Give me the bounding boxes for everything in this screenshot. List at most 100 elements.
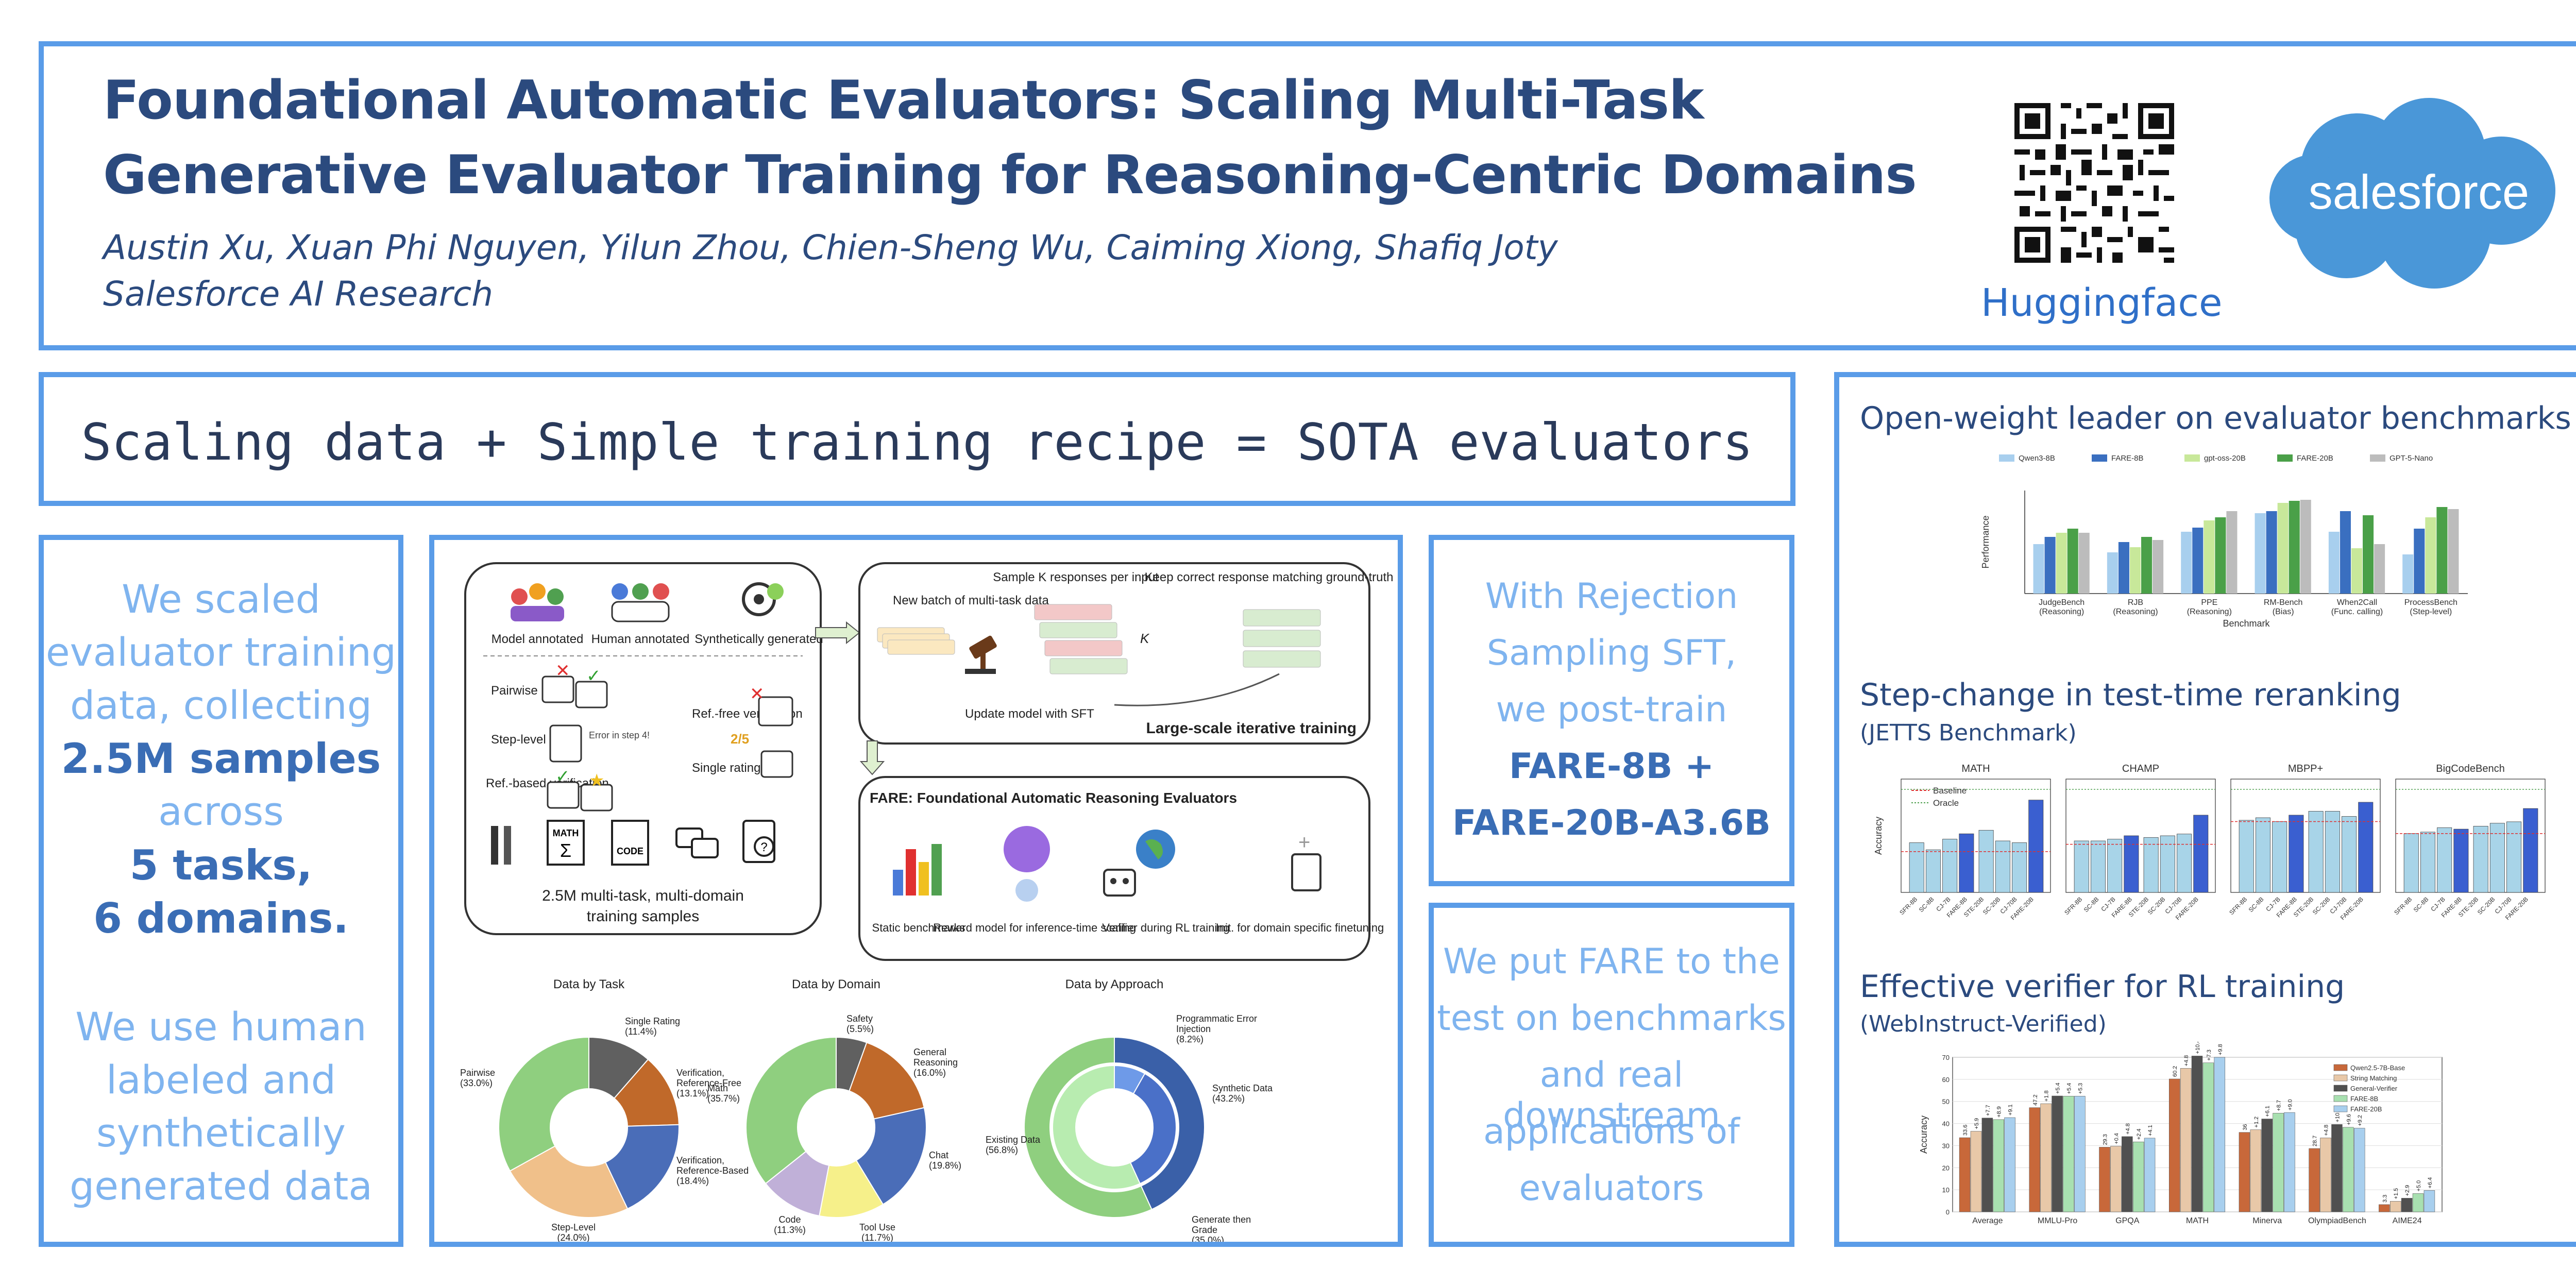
bar-value-label: +9.0: [2287, 1099, 2293, 1110]
bar: [2424, 1190, 2435, 1212]
bar: [1959, 833, 1974, 893]
svg-text:MATH: MATH: [553, 828, 579, 838]
bar: [2063, 1096, 2074, 1212]
fare-title: FARE: Foundational Automatic Reasoning E…: [870, 790, 1237, 806]
bar: [1970, 1131, 1982, 1212]
bar: [2110, 1146, 2122, 1212]
pie-label: Generate then: [1192, 1214, 1251, 1225]
pie-label: Grade: [1192, 1225, 1217, 1235]
bar-value-label: 47.2: [2032, 1094, 2039, 1105]
bar-value-label: +2.9: [2404, 1185, 2411, 1196]
y-tick-label: 60: [1942, 1076, 1950, 1084]
pie-pct: (11.7%): [861, 1232, 893, 1242]
result-heading: Effective verifier for RL training: [1860, 969, 2345, 1005]
bar: [2074, 840, 2089, 893]
bar: [2160, 835, 2175, 893]
x-axis-label: Benchmark: [2223, 618, 2270, 629]
pie-label: Code: [778, 1214, 801, 1225]
x-tick-label: (Step-level): [2410, 607, 2452, 616]
bar: [2239, 820, 2254, 893]
source-label: Human annotated: [591, 632, 690, 646]
bar: [2289, 815, 2304, 893]
legend-swatch: [2370, 454, 2385, 462]
bar: [2191, 1056, 2203, 1212]
header-panel: Foundational Automatic Evaluators: Scali…: [39, 41, 2576, 350]
update-arrow: [1114, 673, 1280, 706]
bar-value-label: +4.1: [2147, 1125, 2154, 1136]
task-label: Single rating: [692, 761, 760, 775]
pie-slice: [613, 1058, 680, 1127]
bar-value-label: +9.2: [2357, 1115, 2363, 1126]
bar: [2273, 1113, 2284, 1212]
samples-caption: training samples: [587, 908, 699, 925]
y-axis-label: Accuracy: [1873, 817, 1884, 855]
pairwise-cards-icon: ✕ ✓: [541, 661, 608, 708]
bar: [2289, 501, 2300, 594]
bar: [2239, 1132, 2250, 1212]
bar-value-label: +10.4: [2195, 1042, 2201, 1054]
affiliation: Salesforce AI Research: [103, 274, 494, 314]
bar: [2052, 1095, 2063, 1212]
summary-line: evaluator training: [45, 629, 397, 675]
svg-text:+: +: [1298, 831, 1310, 854]
summary-line: We use human: [75, 1004, 367, 1050]
huggingface-link[interactable]: Huggingface: [1981, 281, 2223, 325]
pie-label: General: [913, 1047, 946, 1057]
code-doc-icon: +: [1291, 831, 1321, 891]
bar-chart-icon: [893, 844, 942, 896]
rl-verifier-chart: Accuracy01020304050607033.6+5.9+7.7+8.9+…: [1919, 1042, 2443, 1225]
x-tick-label: When2Call: [2337, 598, 2377, 607]
pie-label: Safety: [846, 1013, 873, 1024]
bar: [2453, 829, 2469, 893]
bar-value-label: 36: [2242, 1124, 2248, 1130]
bar: [2328, 532, 2340, 594]
pie-slice: [1024, 1036, 1153, 1218]
responses-stack-icon: [1034, 604, 1128, 674]
step-card-icon: [549, 724, 582, 763]
pie-label: Existing Data: [986, 1135, 1041, 1145]
eval-line: evaluators: [1519, 1168, 1704, 1209]
svg-text:✓: ✓: [586, 666, 601, 686]
globe-icon: [1136, 830, 1175, 869]
bar: [2250, 1129, 2262, 1212]
x-tick-label: SFR-8B: [2063, 896, 2083, 916]
pie-pct: (16.0%): [913, 1068, 946, 1078]
bar-value-label: +4.8: [2183, 1055, 2190, 1067]
legend-label: Qwen3-8B: [2019, 454, 2055, 463]
pie-pct: (13.1%): [676, 1088, 709, 1099]
x-tick-label: SC-8B: [2082, 896, 2100, 914]
legend-swatch: [2277, 454, 2293, 462]
eval-line: and real downstream: [1503, 1055, 1720, 1136]
bar-value-label: 29.3: [2103, 1134, 2109, 1145]
y-tick-label: 40: [1942, 1120, 1950, 1128]
bar: [1981, 1118, 1993, 1212]
x-tick-label: ProcessBench: [2404, 598, 2458, 607]
bar: [1993, 1119, 2004, 1212]
pie-slice: [498, 1036, 589, 1172]
x-tick-label: SC-8B: [2247, 896, 2265, 914]
bar: [2343, 1127, 2354, 1212]
evaluation-panel: We put FARE to the test on benchmarks an…: [1429, 903, 1794, 1247]
x-tick-label: AIME24: [2393, 1217, 2422, 1225]
bar: [2473, 826, 2488, 893]
bar: [2214, 1057, 2226, 1212]
svg-text:✕: ✕: [750, 684, 765, 704]
bar: [2215, 517, 2226, 594]
svg-text:Σ: Σ: [560, 840, 571, 861]
legend-label: FARE-8B: [2350, 1095, 2378, 1103]
pie-slice: [855, 1107, 927, 1205]
down-arrow-icon: [859, 740, 885, 775]
bar-value-label: +1.5: [2393, 1188, 2399, 1199]
pie-label: Synthetic Data: [1212, 1083, 1273, 1093]
pie-label: Step-Level: [551, 1222, 596, 1232]
bar: [2351, 548, 2363, 594]
bar: [2012, 842, 2027, 893]
summary-line: generated data: [70, 1163, 372, 1209]
bar: [2192, 528, 2204, 594]
bar: [2266, 511, 2277, 594]
pie-slice: [849, 1042, 925, 1120]
summary-highlight: 6 domains.: [93, 894, 349, 942]
legend-label: FARE-20B: [2350, 1105, 2382, 1113]
bar: [2143, 837, 2159, 893]
qr-code-icon[interactable]: [2009, 98, 2179, 268]
